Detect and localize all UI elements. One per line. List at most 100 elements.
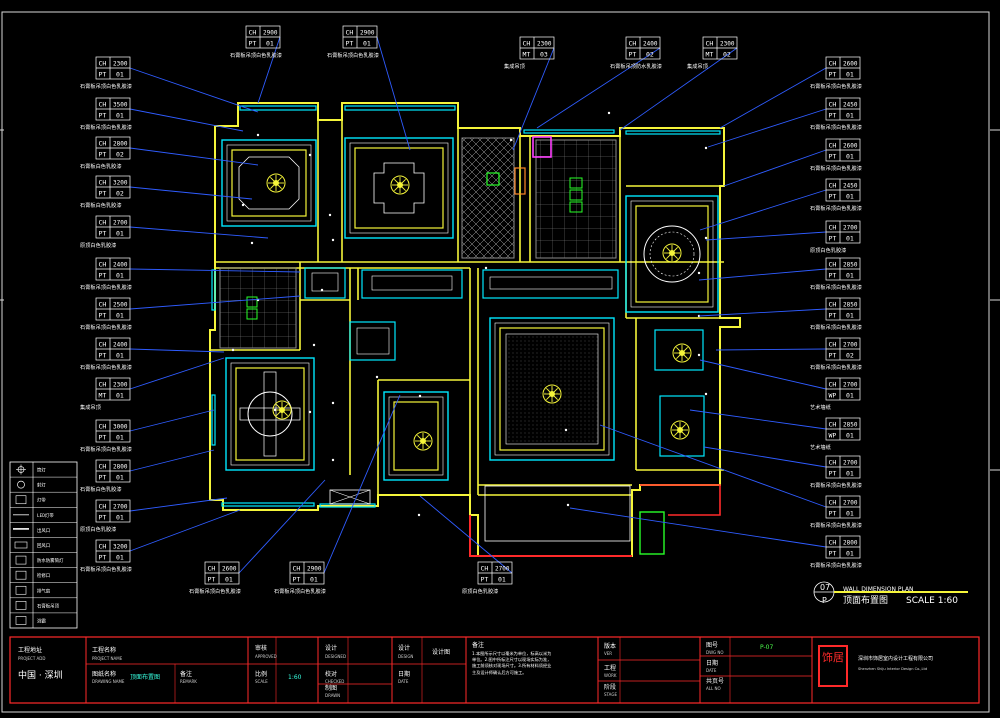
svg-text:石膏板吊顶白色乳胶漆: 石膏板吊顶白色乳胶漆: [810, 363, 862, 371]
svg-text:02: 02: [646, 50, 654, 58]
tb-date-label: 日期: [398, 671, 411, 678]
air-conditioner-unit: [329, 489, 371, 505]
downlight-14: [484, 266, 488, 270]
tb-drawing-name-label: 图纸名称: [92, 671, 117, 678]
ceiling-lamp-7: [670, 420, 690, 440]
svg-text:石膏板吊顶白色乳胶漆: 石膏板吊顶白色乳胶漆: [274, 587, 326, 595]
svg-text:石膏板吊顶白色乳胶漆: 石膏板吊顶白色乳胶漆: [80, 123, 132, 131]
svg-text:3200: 3200: [113, 543, 128, 550]
svg-text:CH: CH: [99, 502, 107, 510]
svg-text:01: 01: [846, 70, 854, 78]
svg-text:01: 01: [846, 192, 854, 200]
svg-text:原顶白色乳胶漆: 原顶白色乳胶漆: [810, 246, 846, 254]
svg-text:2700: 2700: [843, 499, 858, 506]
ceiling-room-small-1: [304, 267, 346, 299]
ceiling-room-bedroom-sw: [225, 357, 315, 471]
svg-text:CH: CH: [829, 59, 837, 67]
svg-text:检修口: 检修口: [37, 572, 50, 579]
tb-project-address-label: 工程地址: [18, 647, 43, 654]
legend-row-5: 回风口: [14, 541, 50, 549]
svg-text:2600: 2600: [843, 60, 858, 67]
svg-text:01: 01: [498, 575, 506, 583]
downlight-7: [320, 288, 324, 292]
downlight-25: [418, 394, 422, 398]
svg-text:石膏板吊顶白色乳胶漆: 石膏板吊顶白色乳胶漆: [810, 82, 862, 90]
tb-project-address-label-en: PROJECT ADD: [18, 656, 46, 661]
svg-text:CH: CH: [99, 300, 107, 308]
svg-text:01: 01: [363, 39, 371, 47]
svg-text:2850: 2850: [843, 301, 858, 308]
svg-text:01: 01: [116, 553, 124, 561]
svg-text:PT: PT: [829, 271, 837, 279]
legend-row-0: 筒灯: [16, 464, 46, 475]
svg-text:原顶白色乳胶漆: 原顶白色乳胶漆: [462, 587, 498, 595]
tb-sheet-total-label-en: ALL NO: [706, 686, 721, 691]
tb-design-label: 设计: [398, 645, 411, 652]
svg-text:PT: PT: [629, 50, 637, 58]
tb-remark-label: 备注: [180, 671, 193, 678]
ceiling-room-bedroom-small: [383, 391, 449, 481]
svg-text:01: 01: [116, 473, 124, 481]
kitchen-ceiling: [461, 137, 515, 259]
svg-text:PT: PT: [99, 473, 107, 481]
svg-text:2800: 2800: [843, 539, 858, 546]
svg-text:石膏板吊顶白色乳胶漆: 石膏板吊顶白色乳胶漆: [327, 51, 379, 59]
tb-date2-label: 日期: [706, 660, 719, 667]
svg-text:01: 01: [116, 111, 124, 119]
ceiling-lamp-1: [390, 175, 410, 195]
bath-heater-2-0: [569, 177, 583, 189]
downlight-5: [250, 241, 254, 245]
tb-work-label-en: WORK: [604, 673, 617, 678]
tb-company-name: 深圳市饰居室内设计工程有限公司: [858, 656, 934, 662]
svg-text:PT: PT: [99, 553, 107, 561]
leader-left-2: [129, 147, 259, 166]
balcony-rail-red-2: [640, 484, 721, 516]
svg-text:01: 01: [116, 271, 124, 279]
svg-text:CH: CH: [346, 28, 354, 36]
svg-text:集成吊顶: 集成吊顶: [80, 403, 101, 411]
svg-text:2900: 2900: [263, 29, 278, 36]
window-5: [211, 394, 216, 446]
svg-text:01: 01: [116, 229, 124, 237]
leader-left-3: [129, 186, 253, 200]
svg-text:CH: CH: [829, 458, 837, 466]
svg-text:PT: PT: [99, 513, 107, 521]
leader-right-6: [698, 308, 827, 317]
svg-text:石膏板吊顶白色乳胶漆: 石膏板吊顶白色乳胶漆: [810, 164, 862, 172]
tb-notes-body: 1.本图所示尺寸以毫米为单位，标高以米为单位。2.图中所标注尺寸以现场实际为准，…: [472, 651, 552, 675]
tb-checked-label-en: CHECKED: [325, 679, 345, 684]
svg-text:回风口: 回风口: [37, 543, 50, 549]
svg-text:集成吊顶: 集成吊顶: [504, 62, 525, 70]
svg-text:LED灯带: LED灯带: [37, 512, 54, 519]
svg-text:CH: CH: [99, 340, 107, 348]
leader-left-8: [129, 357, 225, 390]
bath-heater-3-1: [246, 308, 258, 320]
svg-text:PT: PT: [829, 469, 837, 477]
downlight-24: [566, 503, 570, 507]
leader-right-4: [705, 231, 827, 241]
window-2: [523, 129, 615, 134]
downlight-16: [607, 111, 611, 115]
svg-text:2800: 2800: [113, 140, 128, 147]
tb-remark-label-en: REMARK: [180, 679, 197, 684]
svg-text:石膏板白色乳胶漆: 石膏板白色乳胶漆: [80, 201, 122, 209]
svg-text:CH: CH: [829, 260, 837, 268]
svg-text:02: 02: [846, 351, 854, 359]
svg-text:PT: PT: [829, 111, 837, 119]
ceiling-room-bath-a: [654, 329, 704, 371]
svg-text:石膏板吊顶白色乳胶漆: 石膏板吊顶白色乳胶漆: [80, 323, 132, 331]
leader-bottom-0: [238, 479, 326, 574]
svg-text:PT: PT: [829, 152, 837, 160]
tb-stage-label: 阶段: [604, 684, 617, 691]
downlight-0: [256, 133, 260, 137]
